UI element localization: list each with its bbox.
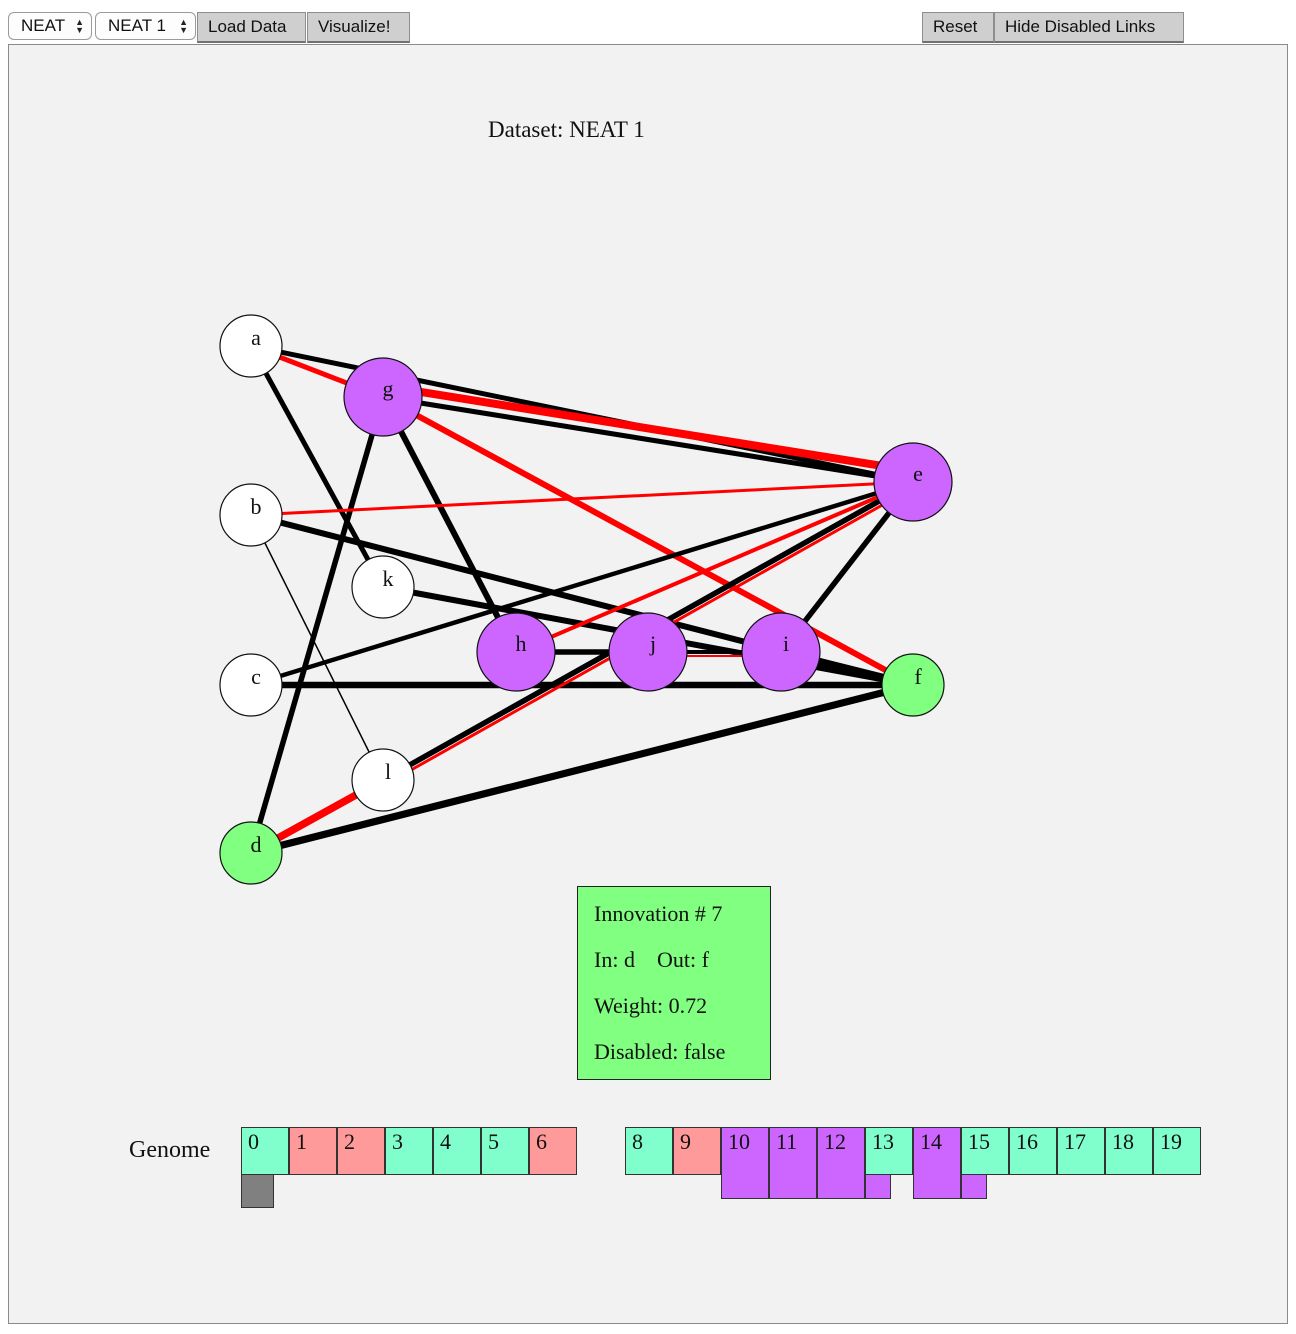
hidden-node-marker: [865, 1174, 891, 1199]
link-weight: Weight: 0.72: [594, 993, 708, 1018]
visualization-canvas: Dataset: NEAT 1 a b c d e f g h i j k l Innovation …: [8, 44, 1288, 1324]
node-circle[interactable]: [608, 612, 688, 692]
in-node: In: d: [594, 947, 635, 972]
node-circle[interactable]: [351, 555, 415, 619]
load-data-button[interactable]: Load Data: [197, 12, 306, 43]
hide-disabled-links-button[interactable]: Hide Disabled Links: [994, 12, 1184, 43]
node-circle[interactable]: [343, 357, 423, 437]
node-label: i: [783, 631, 789, 656]
node-k[interactable]: k: [351, 555, 415, 619]
genome-gene[interactable]: 9: [673, 1127, 721, 1175]
node-c[interactable]: c: [219, 653, 283, 717]
node-i[interactable]: i: [741, 612, 821, 692]
node-d[interactable]: d: [219, 821, 283, 885]
genome-gene[interactable]: 10: [721, 1127, 769, 1199]
link-b-e[interactable]: [250, 480, 914, 517]
node-b[interactable]: b: [219, 483, 283, 547]
genome-gene[interactable]: 14: [913, 1127, 961, 1199]
node-h[interactable]: h: [476, 612, 556, 692]
node-circle[interactable]: [351, 748, 415, 812]
genome-label: Genome: [129, 1137, 211, 1163]
genome-gene[interactable]: 16: [1009, 1127, 1057, 1175]
reset-button[interactable]: Reset: [922, 12, 994, 43]
genome-gene[interactable]: 5: [481, 1127, 529, 1175]
node-label: c: [251, 664, 261, 689]
node-label: f: [914, 664, 922, 689]
innovation-number: Innovation # 7: [594, 901, 723, 926]
node-circle[interactable]: [219, 314, 283, 378]
link-g-d[interactable]: [248, 396, 386, 854]
dataset-select-value: NEAT 1: [108, 16, 166, 35]
node-circle[interactable]: [219, 653, 283, 717]
node-label: d: [251, 832, 262, 857]
visualize-button[interactable]: Visualize!: [307, 12, 410, 43]
genome-gene[interactable]: 18: [1105, 1127, 1153, 1175]
link-g-e[interactable]: [382, 394, 914, 485]
node-label: g: [383, 376, 394, 401]
node-circle[interactable]: [219, 821, 283, 885]
node-label: h: [516, 631, 527, 656]
dataset-select[interactable]: NEAT 1 ▲▼: [95, 12, 196, 40]
network-graph: a b c d e f g h i j k l: [219, 314, 953, 885]
node-g[interactable]: g: [343, 357, 423, 437]
link-a-k[interactable]: [248, 344, 386, 589]
link-b-l[interactable]: [250, 514, 384, 781]
link-c-e[interactable]: [250, 479, 914, 688]
selected-gene-marker: [241, 1174, 274, 1208]
genome-gene[interactable]: 17: [1057, 1127, 1105, 1175]
disabled-status: Disabled: false: [594, 1039, 726, 1064]
algorithm-select-value: NEAT: [21, 16, 66, 35]
dataset-title: Dataset: NEAT 1: [488, 117, 645, 142]
node-label: e: [913, 461, 923, 486]
genome-gene[interactable]: 2: [337, 1127, 385, 1175]
node-label: k: [383, 566, 394, 591]
genome-gene[interactable]: 12: [817, 1127, 865, 1199]
genome-gene[interactable]: 13: [865, 1127, 913, 1175]
hidden-node-marker: [961, 1174, 987, 1199]
genome-gene[interactable]: 0: [241, 1127, 289, 1175]
select-arrows-icon: ▲▼: [75, 17, 84, 35]
node-circle[interactable]: [476, 612, 556, 692]
genome-gene[interactable]: 8: [625, 1127, 673, 1175]
genome-gene[interactable]: 15: [961, 1127, 1009, 1175]
node-label: l: [385, 759, 391, 784]
genome-gene[interactable]: 4: [433, 1127, 481, 1175]
node-circle[interactable]: [741, 612, 821, 692]
genome-gene[interactable]: 6: [529, 1127, 577, 1175]
out-node: Out: f: [656, 947, 709, 972]
node-a[interactable]: a: [219, 314, 283, 378]
node-circle[interactable]: [219, 483, 283, 547]
node-label: b: [251, 494, 262, 519]
node-label: a: [251, 325, 261, 350]
node-j[interactable]: j: [608, 612, 688, 692]
algorithm-select[interactable]: NEAT ▲▼: [8, 12, 92, 40]
node-e[interactable]: e: [873, 442, 953, 522]
node-circle[interactable]: [881, 653, 945, 717]
link-g-e[interactable]: [384, 382, 916, 476]
toolbar: NEAT ▲▼ NEAT 1 ▲▼ Load Data Visualize! R…: [8, 12, 1296, 44]
link-h-e[interactable]: [515, 480, 914, 654]
node-circle[interactable]: [873, 442, 953, 522]
link-d-f[interactable]: [250, 681, 914, 857]
node-f[interactable]: f: [881, 653, 945, 717]
link-g-f[interactable]: [381, 394, 915, 688]
genome-gene[interactable]: 1: [289, 1127, 337, 1175]
genome-gene[interactable]: 11: [769, 1127, 817, 1199]
node-l[interactable]: l: [351, 748, 415, 812]
select-arrows-icon: ▲▼: [179, 17, 188, 35]
genome-gene[interactable]: 19: [1153, 1127, 1201, 1175]
genome-gene[interactable]: 3: [385, 1127, 433, 1175]
node-label: j: [649, 631, 656, 656]
in-out-row: In: d Out: f: [594, 945, 770, 991]
